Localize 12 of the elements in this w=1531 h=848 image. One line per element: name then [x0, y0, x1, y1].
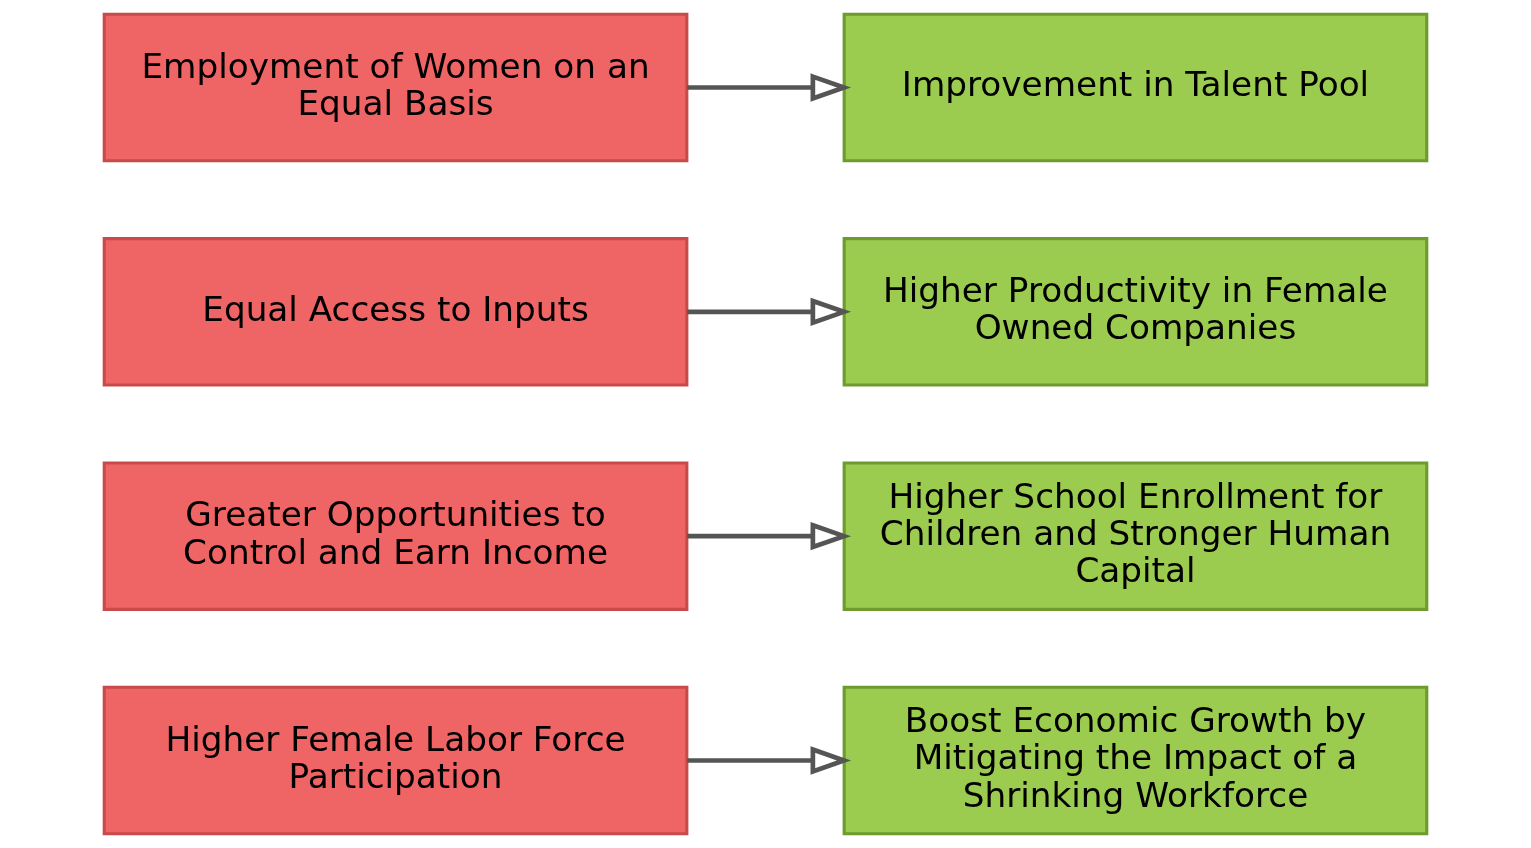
node-box: Higher Productivity in Female Owned Companies — [842, 237, 1429, 387]
node-box: Higher School Enrollment for Children and Stronger Human Capital — [842, 461, 1429, 611]
node-box: Employment of Women on an Equal Basis — [102, 12, 689, 163]
arrow — [687, 297, 852, 327]
arrow — [687, 746, 852, 775]
node-box: Higher Female Labor Force Participation — [102, 685, 689, 836]
node-box: Boost Economic Growth by Mitigating the Impact of a Shrinking Workforce — [842, 685, 1429, 836]
arrow — [687, 521, 852, 551]
arrow — [687, 73, 852, 102]
node-box: Equal Access to Inputs — [102, 237, 689, 387]
node-box: Greater Opportunities to Control and Earn Income — [102, 461, 689, 611]
node-box: Improvement in Talent Pool — [842, 12, 1429, 163]
